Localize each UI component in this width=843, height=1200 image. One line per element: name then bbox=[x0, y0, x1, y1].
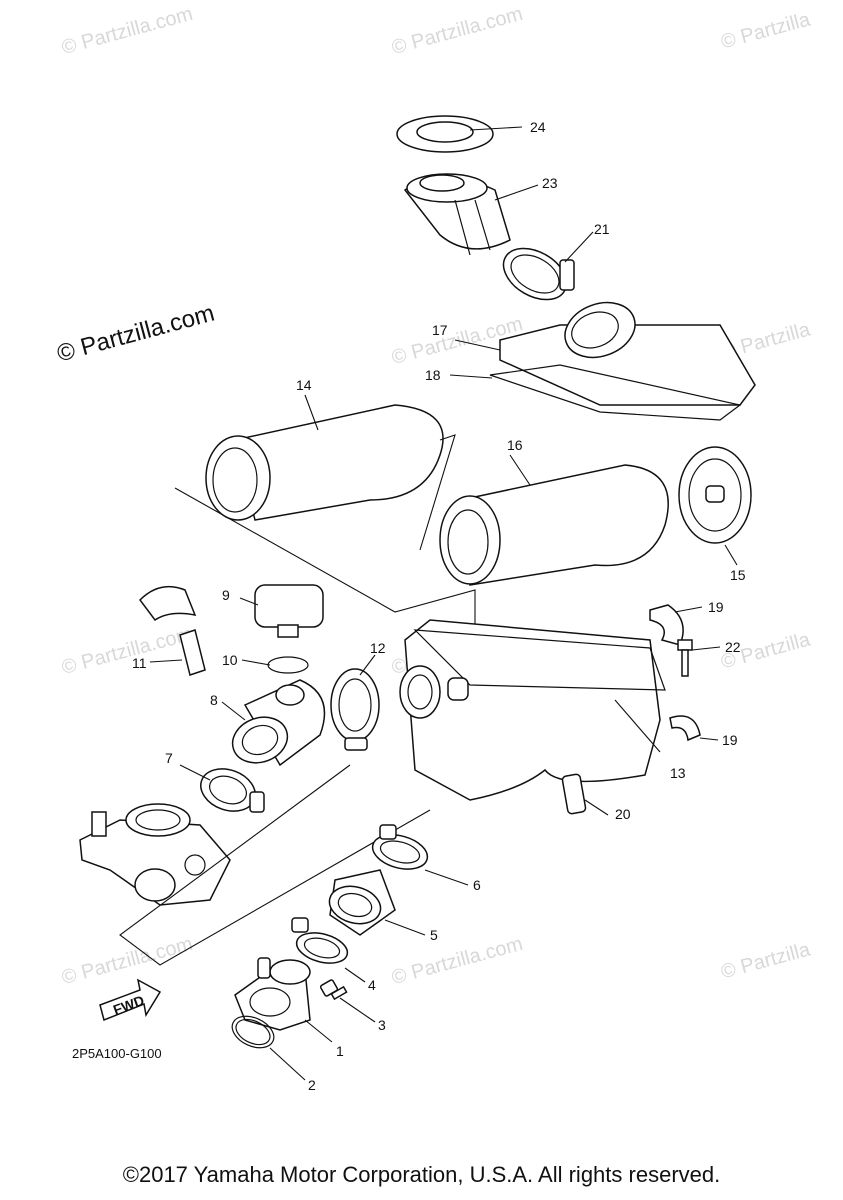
copyright-notice: ©2017 Yamaha Motor Corporation, U.S.A. A… bbox=[122, 1162, 721, 1187]
part-5-joint bbox=[328, 869, 396, 936]
part-4-clamp bbox=[291, 917, 349, 964]
part-9-cap bbox=[254, 584, 324, 638]
part-8-joint bbox=[231, 679, 326, 767]
label-8: 8 bbox=[210, 692, 218, 708]
label-9: 9 bbox=[222, 587, 230, 603]
part-22-bolt bbox=[677, 639, 693, 677]
label-21: 21 bbox=[594, 221, 610, 237]
label-16: 16 bbox=[507, 437, 523, 453]
label-20: 20 bbox=[615, 806, 631, 822]
label-15: 15 bbox=[730, 567, 746, 583]
label-12: 12 bbox=[370, 640, 386, 656]
part-12-clamp bbox=[330, 668, 380, 751]
label-23: 23 bbox=[542, 175, 558, 191]
label-24: 24 bbox=[530, 119, 546, 135]
fwd-arrow-icon: FWD bbox=[99, 978, 162, 1022]
part-3-bolt bbox=[319, 979, 348, 1001]
fwd-label: FWD bbox=[111, 992, 146, 1018]
part-23-joint bbox=[403, 173, 511, 256]
part-6-clamp bbox=[371, 824, 429, 870]
label-4: 4 bbox=[368, 977, 376, 993]
part-19-bracket-upper bbox=[649, 604, 684, 646]
part-7-clamp bbox=[200, 768, 265, 813]
label-6: 6 bbox=[473, 877, 481, 893]
carburetor bbox=[79, 803, 231, 906]
label-19-lower: 19 bbox=[722, 732, 738, 748]
part-2-o-ring bbox=[231, 1015, 275, 1049]
label-17: 17 bbox=[432, 322, 448, 338]
part-13-air-case bbox=[399, 619, 666, 801]
label-10: 10 bbox=[222, 652, 238, 668]
diagram-code: 2P5A100-G100 bbox=[72, 1046, 162, 1061]
label-7: 7 bbox=[165, 750, 173, 766]
part-14-element bbox=[205, 404, 444, 521]
part-24-seal bbox=[396, 115, 494, 153]
part-18-gasket bbox=[489, 364, 742, 421]
part-10-clip bbox=[267, 656, 309, 674]
part-16-element bbox=[439, 464, 669, 586]
label-5: 5 bbox=[430, 927, 438, 943]
label-3: 3 bbox=[378, 1017, 386, 1033]
part-11-hose bbox=[139, 585, 206, 676]
label-18: 18 bbox=[425, 367, 441, 383]
label-22: 22 bbox=[725, 639, 741, 655]
part-17-case-cap bbox=[499, 301, 756, 406]
label-14: 14 bbox=[296, 377, 312, 393]
label-2: 2 bbox=[308, 1077, 316, 1093]
label-1: 1 bbox=[336, 1043, 344, 1059]
part-21-clamp bbox=[502, 247, 575, 301]
label-11: 11 bbox=[132, 655, 147, 671]
part-19-bracket-lower bbox=[669, 715, 701, 742]
part-20-drain bbox=[561, 773, 587, 815]
part-15-cover bbox=[678, 446, 752, 544]
label-13: 13 bbox=[670, 765, 686, 781]
label-19-upper: 19 bbox=[708, 599, 724, 615]
